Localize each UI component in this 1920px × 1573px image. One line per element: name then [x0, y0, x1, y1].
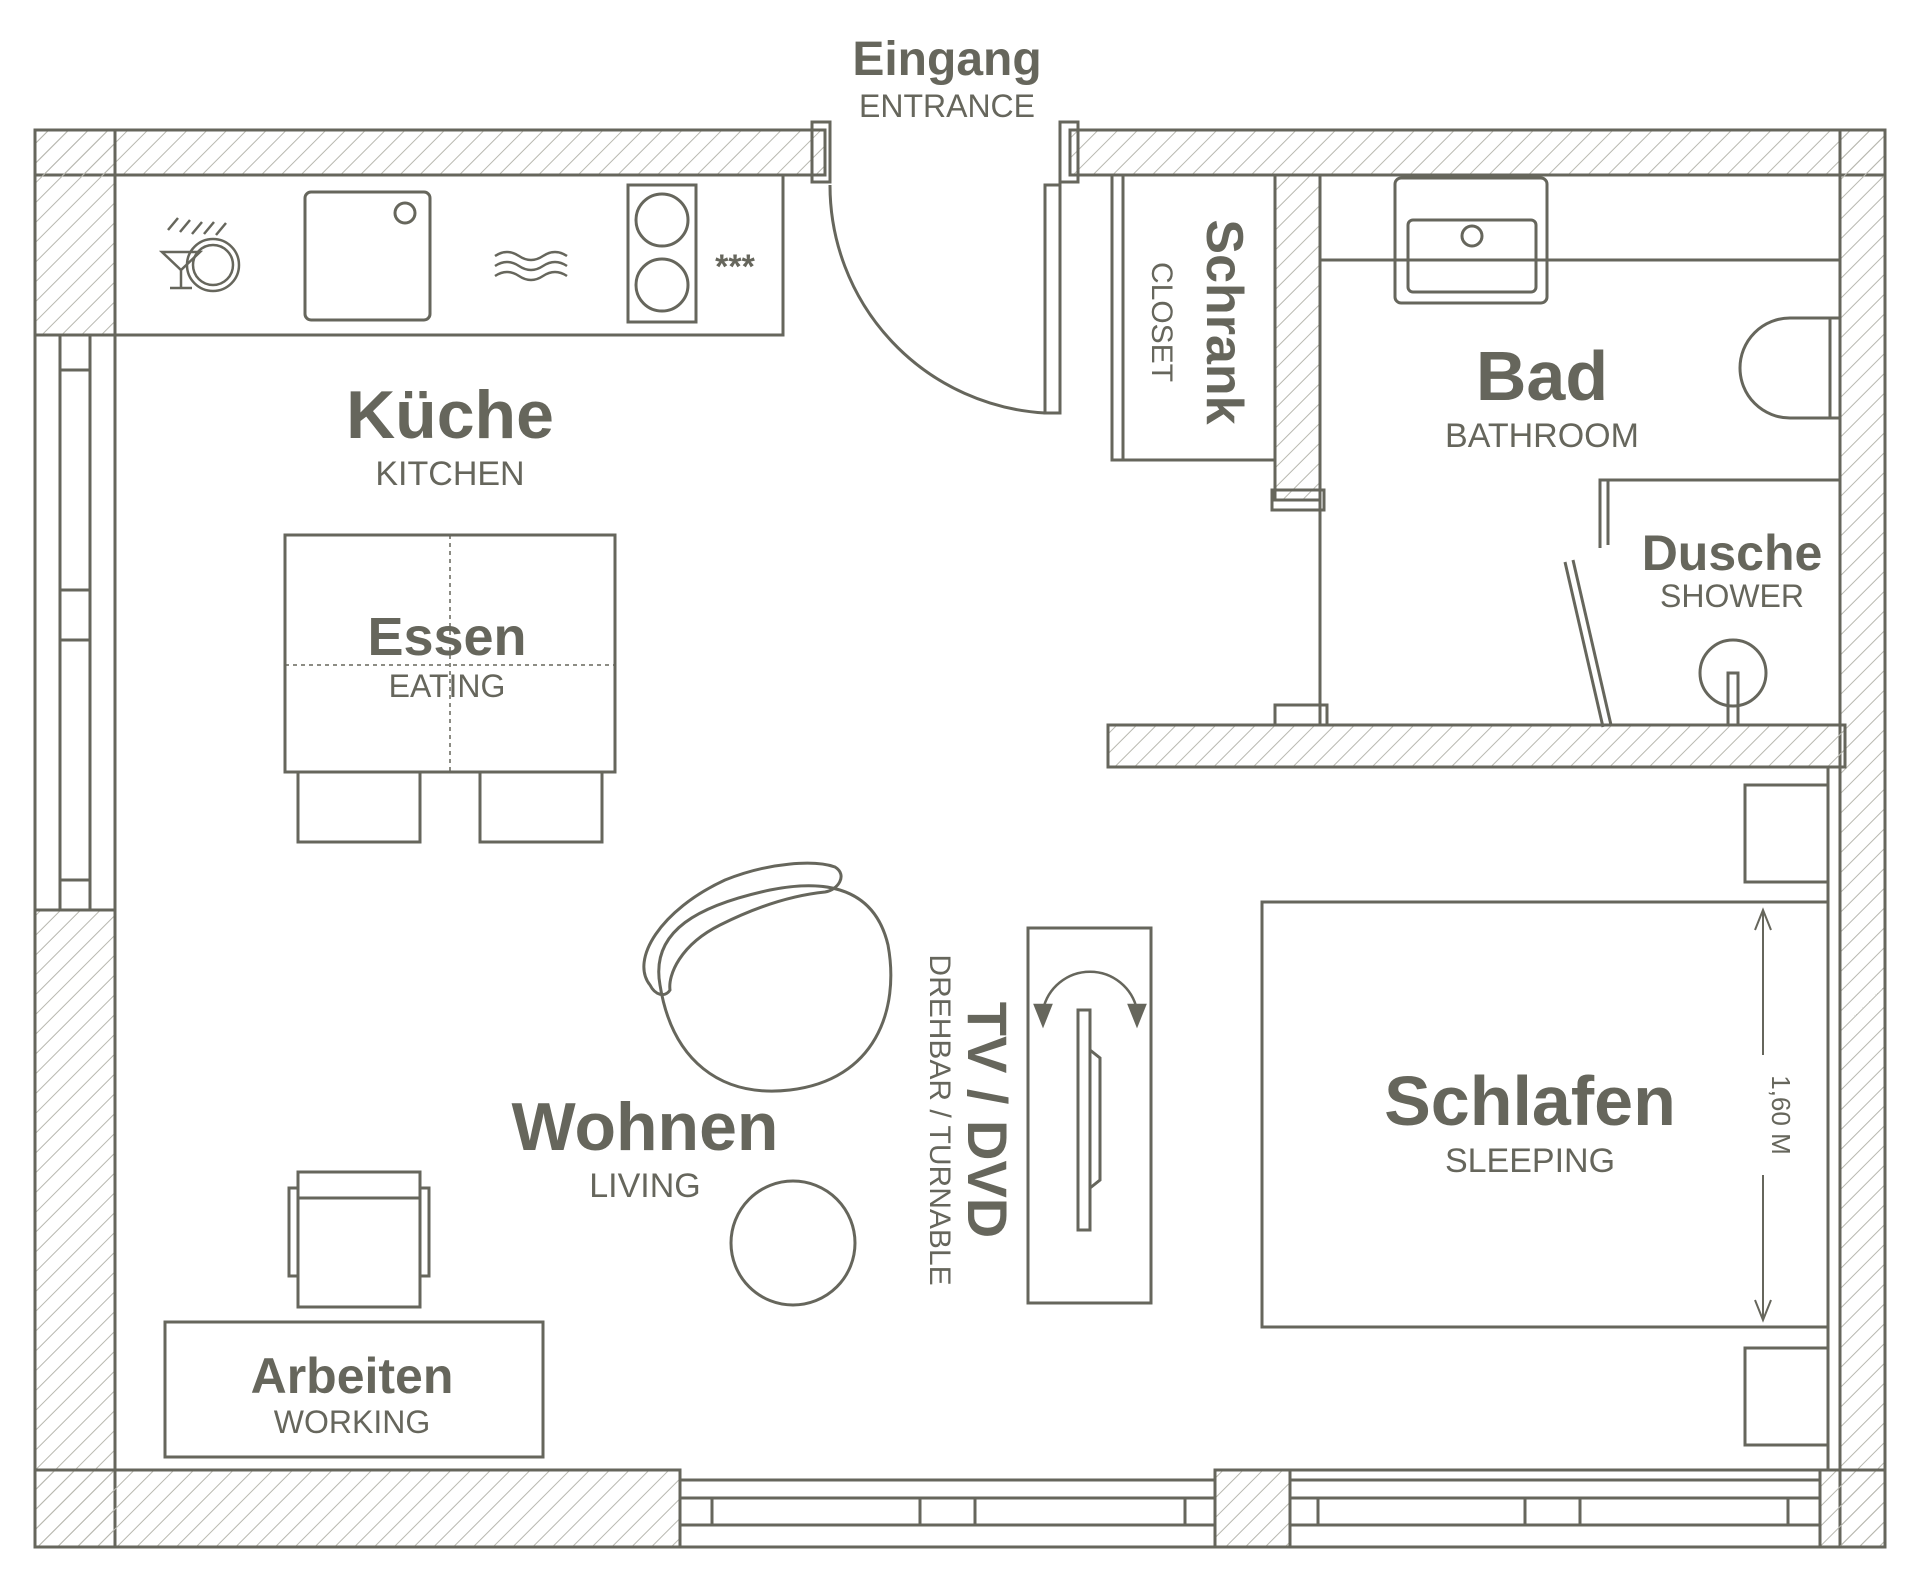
sleeping-label-en: SLEEPING [1445, 1142, 1615, 1180]
kitchen-label: Küche [346, 377, 554, 453]
glass-plate-icon [158, 217, 241, 293]
dining-chair-left [296, 770, 422, 844]
wall-top-right [1068, 128, 1887, 177]
tv-unit [1026, 926, 1153, 1305]
heat-waves-icon [494, 250, 568, 282]
tv-label: TV / DVD [956, 1002, 1019, 1238]
washbasin-icon [1393, 176, 1549, 305]
living-label: Wohnen [512, 1089, 779, 1165]
shower-drain-icon [1698, 638, 1768, 727]
bed-dimension [1754, 907, 1772, 1323]
wall-bottom-left [33, 1468, 682, 1549]
bed-width-label: 1,60 M [1766, 1075, 1796, 1155]
kitchen-label-en: KITCHEN [375, 455, 524, 493]
wall-bottom-right [1818, 1468, 1887, 1549]
desk-chair [287, 1170, 431, 1309]
lounge-chair [642, 861, 893, 1093]
work-area [163, 1170, 545, 1459]
shower-label-en: SHOWER [1660, 578, 1804, 614]
side-table [729, 1179, 857, 1307]
bottom-window-left [678, 1478, 1217, 1549]
bathroom-fixtures [1273, 173, 1842, 728]
tv-label-en: DREHBAR / TURNABLE [923, 954, 956, 1285]
wall-top-left [33, 128, 827, 177]
sleeping-label: Schlafen [1384, 1062, 1676, 1140]
rotate-arrow-icon [1033, 970, 1147, 1029]
cooktop-icon [626, 183, 698, 324]
closet-label-en: CLOSET [1145, 262, 1178, 382]
wall-left-lower [33, 908, 117, 1549]
dining-table [283, 533, 617, 774]
toilet-icon [1738, 316, 1842, 420]
wall-right [1838, 128, 1887, 1549]
eating-label-en: EATING [389, 668, 506, 704]
entrance-label: Eingang [852, 33, 1041, 86]
bedroom [1260, 767, 1842, 1470]
bathroom-label: Bad [1476, 337, 1608, 415]
bed [1260, 900, 1830, 1329]
working-label-en: WORKING [274, 1404, 430, 1440]
kitchen-counter [113, 173, 785, 337]
living-label-en: LIVING [589, 1167, 700, 1205]
wall-bathroom-bottom [1106, 723, 1847, 769]
outer-walls [33, 128, 1887, 1549]
closet [1110, 173, 1326, 512]
shower-cabin [1563, 478, 1840, 728]
entrance-door [810, 120, 1080, 415]
nightstand-top [1743, 783, 1830, 884]
bathroom-label-en: BATHROOM [1445, 417, 1639, 455]
working-label: Arbeiten [251, 1348, 454, 1404]
bottom-window-right [1288, 1478, 1822, 1549]
wall-bottom-pillar [1213, 1468, 1292, 1549]
cooktop-symbol: *** [715, 248, 755, 286]
left-window [33, 333, 117, 912]
shower-label: Dusche [1642, 525, 1823, 581]
nightstand-bottom [1743, 1346, 1830, 1447]
sink-icon [303, 190, 432, 322]
wall-left-upper [33, 128, 117, 337]
desk [163, 1320, 545, 1459]
entrance-label-en: ENTRANCE [859, 88, 1035, 124]
room-labels: Eingang ENTRANCE Küche KITCHEN Essen EAT… [251, 33, 1823, 1440]
eating-label: Essen [367, 607, 526, 667]
dining-chair-right [478, 770, 604, 844]
closet-label: Schrank [1195, 219, 1253, 424]
